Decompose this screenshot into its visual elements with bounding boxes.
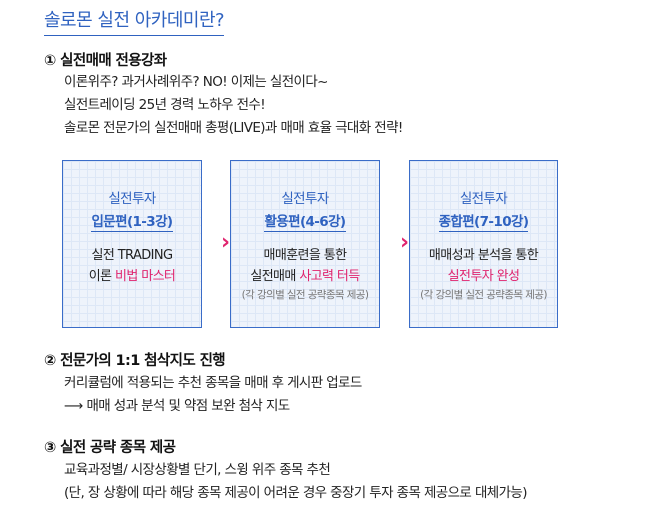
- desc-highlight: 실전투자 완성: [447, 269, 520, 284]
- chevron-right-icon: ›: [221, 230, 231, 255]
- section-3-heading: ③ 실전 공략 종목 제공: [44, 440, 176, 456]
- desc-line: 매매훈련을 통한: [263, 248, 347, 263]
- desc-line: 실전투자 완성: [410, 266, 557, 287]
- box-subtitle: 활용편(4-6강): [264, 210, 346, 232]
- box-desc: 실전 TRADING 이론 비법 마스터: [63, 245, 201, 287]
- text-line: 이론위주? 과거사례위주? NO! 이제는 실전이다~: [64, 74, 328, 90]
- course-box-beginner: 실전투자 입문편(1-3강) 실전 TRADING 이론 비법 마스터: [62, 160, 202, 328]
- box-title: 실전투자: [108, 191, 156, 207]
- desc-text: 이론: [88, 269, 115, 284]
- section-2-heading: ② 전문가의 1:1 첨삭지도 진행: [44, 353, 226, 369]
- box-title: 실전투자: [459, 191, 508, 207]
- box-note: (각 강의별 실전 공략종목 제공): [420, 289, 547, 301]
- box-desc: 매매훈련을 통한 실전매매 사고력 터득 (각 강의별 실전 공략종목 제공): [231, 245, 379, 303]
- desc-line: 실전매매 사고력 터득: [231, 266, 379, 287]
- text-line: ⟶ 매매 성과 분석 및 약점 보완 첨삭 지도: [64, 398, 290, 414]
- text-line: 솔로몬 전문가의 실전매매 총평(LIVE)과 매매 효율 극대화 전략!: [64, 120, 403, 136]
- desc-highlight: 사고력 터득: [299, 269, 360, 284]
- section-3-text: 교육과정별/ 시장상황별 단기, 스윙 위주 종목 추천 (단, 장 상황에 따…: [64, 459, 528, 505]
- desc-text: 실전매매: [250, 269, 300, 284]
- course-box-application: 실전투자 활용편(4-6강) 매매훈련을 통한 실전매매 사고력 터득 (각 강…: [230, 160, 380, 328]
- text-line: 교육과정별/ 시장상황별 단기, 스윙 위주 종목 추천: [64, 462, 331, 478]
- box-subtitle: 종합편(7-10강): [438, 210, 529, 232]
- desc-line: 매매성과 분석을 통한: [428, 248, 539, 263]
- page-title: 솔로몬 실전 아카데미란?: [44, 6, 225, 36]
- text-line: 커리큘럼에 적용되는 추천 종목을 매매 후 게시판 업로드: [64, 375, 362, 391]
- section-2-text: 커리큘럼에 적용되는 추천 종목을 매매 후 게시판 업로드 ⟶ 매매 성과 분…: [64, 372, 362, 418]
- box-note: (각 강의별 실전 공략종목 제공): [241, 289, 369, 301]
- course-box-comprehensive: 실전투자 종합편(7-10강) 매매성과 분석을 통한 실전투자 완성 (각 강…: [409, 160, 558, 328]
- box-subtitle: 입문편(1-3강): [91, 210, 173, 232]
- desc-line: 실전 TRADING: [91, 248, 173, 263]
- box-title: 실전투자: [281, 191, 329, 207]
- desc-line: 이론 비법 마스터: [63, 266, 201, 287]
- section-1-text: 이론위주? 과거사례위주? NO! 이제는 실전이다~ 실전트레이딩 25년 경…: [64, 71, 403, 140]
- desc-highlight: 비법 마스터: [114, 269, 176, 284]
- text-line: 실전트레이딩 25년 경력 노하우 전수!: [64, 97, 266, 113]
- chevron-right-icon: ›: [400, 230, 410, 255]
- box-desc: 매매성과 분석을 통한 실전투자 완성 (각 강의별 실전 공략종목 제공): [410, 245, 557, 303]
- text-line: (단, 장 상황에 따라 해당 종목 제공이 어려운 경우 중장기 투자 종목 …: [64, 485, 528, 501]
- section-1-heading: ① 실전매매 전용강좌: [44, 53, 167, 69]
